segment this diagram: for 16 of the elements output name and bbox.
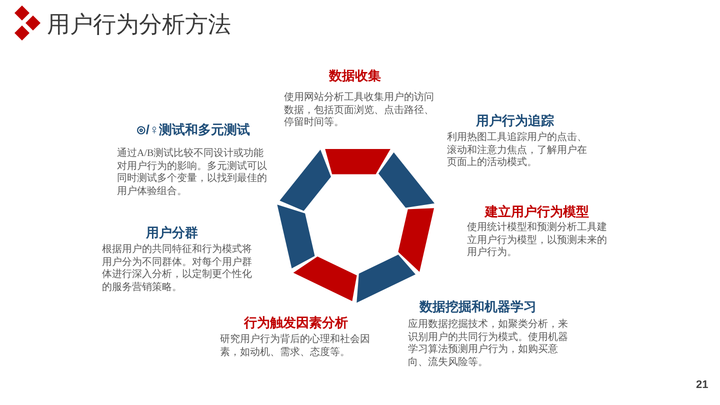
section-description: 根据用户的共同特征和行为模式将用户分为不同群体。对每个用户群体进行深入分析，以定制更个性化的服务营销策略。 [102,244,253,294]
section-heading: 用户分群 [146,225,198,241]
page-number: 21 [696,379,708,392]
section-heading: ⊙/♀测试和多元测试 [136,122,250,138]
section-description: 使用网站分析工具收集用户的访问数据，包括页面浏览、点击路径、停留时间等。 [284,92,435,130]
section-heading: 数据收集 [329,68,381,84]
section-description: 使用统计模型和预测分析工具建立用户行为模型，以预测未来的用户行为。 [467,222,608,260]
section-description: 研究用户行为背后的心理和社会因素，如动机、需求、态度等。 [220,334,371,360]
section-description: 通过A/B测试比较不同设计或功能对用户行为的影响。多元测试可以同时测试多个变量，以找到最佳的用户体验组合。 [117,148,268,198]
slide-title: 用户行为分析方法 [47,10,231,38]
section-heading: 用户行为追踪 [476,113,554,129]
section-heading: 行为触发因素分析 [244,315,348,331]
section-heading: 建立用户行为模型 [485,204,589,220]
section-heading: 数据挖掘和机器学习 [420,299,536,315]
section-description: 利用热图工具追踪用户的点击、滚动和注意力焦点，了解用户在页面上的活动模式。 [447,132,588,170]
section-description: 应用数据挖掘技术，如聚类分析，来识别用户的共同行为模式。使用机器学习算法预测用户行为，如购买意向、流失风险等。 [408,319,569,370]
